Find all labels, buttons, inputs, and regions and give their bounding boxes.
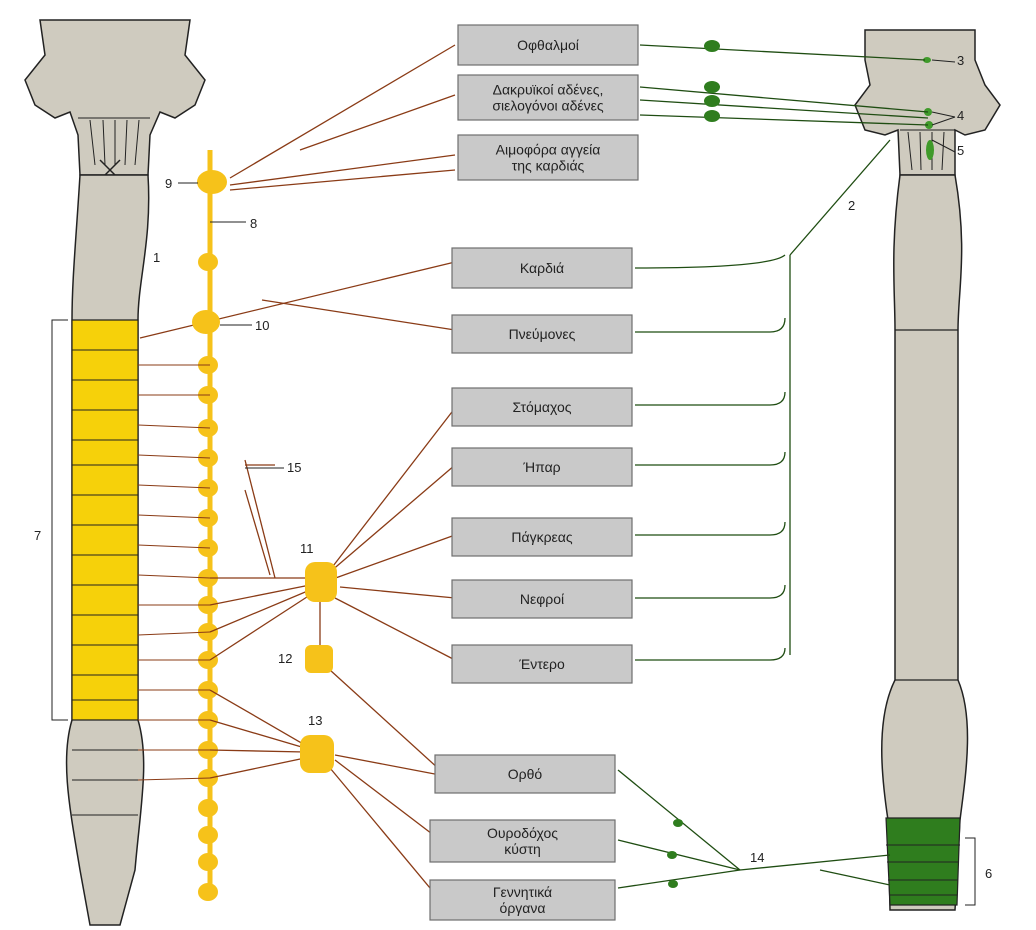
- organ-box-rectum: Ορθό: [435, 755, 615, 793]
- organ-label: Ήπαρ: [522, 459, 560, 475]
- sympathetic-chain: [198, 150, 218, 901]
- organ-label: Έντερο: [518, 656, 565, 672]
- label-13: 13: [308, 713, 322, 728]
- label-4: 4: [957, 108, 964, 123]
- chain-ganglion: [198, 883, 218, 901]
- label-9: 9: [165, 176, 172, 191]
- organ-label: Πάγκρεας: [511, 529, 573, 545]
- organ-label: Νεφροί: [520, 591, 564, 607]
- label-7: 7: [34, 528, 41, 543]
- organ-label: Γεννητικά: [493, 884, 552, 900]
- organ-label: κύστη: [504, 841, 541, 857]
- ganglion-9: [197, 170, 227, 194]
- organ-label: της καρδιάς: [512, 158, 585, 174]
- ganglion-10: [192, 310, 220, 334]
- organ-label: Στόμαχος: [513, 399, 572, 415]
- ganglion-13: [300, 735, 334, 773]
- organ-label: όργανα: [500, 900, 546, 916]
- ganglion-12: [305, 645, 333, 673]
- chain-ganglion: [198, 853, 218, 871]
- organ-box-intestine: Έντερο: [452, 645, 632, 683]
- organ-label: Οφθαλμοί: [517, 37, 579, 53]
- parasympathetic-ganglia: [667, 40, 720, 888]
- organ-label: Αιμοφόρα αγγεία: [496, 142, 601, 158]
- organ-label: Καρδιά: [520, 260, 564, 276]
- chain-ganglion: [198, 799, 218, 817]
- label-14: 14: [750, 850, 764, 865]
- organ-box-liver: Ήπαρ: [452, 448, 632, 486]
- organ-label: Δακρυϊκοί αδένες,: [493, 82, 604, 98]
- organ-box-lungs: Πνεύμονες: [452, 315, 632, 353]
- label-8: 8: [250, 216, 257, 231]
- organ-box-kidneys: Νεφροί: [452, 580, 632, 618]
- label-5: 5: [957, 143, 964, 158]
- label-6: 6: [985, 866, 992, 881]
- label-12: 12: [278, 651, 292, 666]
- label-3: 3: [957, 53, 964, 68]
- label-1: 1: [153, 250, 160, 265]
- organ-box-eyes: Οφθαλμοί: [458, 25, 638, 65]
- organ-label: σιελογόνοι αδένες: [492, 98, 604, 114]
- organ-box-stomach: Στόμαχος: [452, 388, 632, 426]
- label-15: 15: [287, 460, 301, 475]
- label-2: 2: [848, 198, 855, 213]
- organ-box-pancreas: Πάγκρεας: [452, 518, 632, 556]
- organ-box-heart: Καρδιά: [452, 248, 632, 288]
- organ-label: Ορθό: [508, 766, 543, 782]
- chain-ganglion: [198, 826, 218, 844]
- organ-box-glands: Δακρυϊκοί αδένες,σιελογόνοι αδένες: [458, 75, 638, 120]
- label-10: 10: [255, 318, 269, 333]
- organ-label: Ουροδόχος: [487, 825, 558, 841]
- ganglion-11: [305, 562, 337, 602]
- right-spinal-cord: [855, 30, 1000, 910]
- organ-label: Πνεύμονες: [509, 326, 576, 342]
- left-spinal-cord: [25, 20, 205, 925]
- chain-ganglion: [198, 253, 218, 271]
- label-11: 11: [300, 541, 314, 556]
